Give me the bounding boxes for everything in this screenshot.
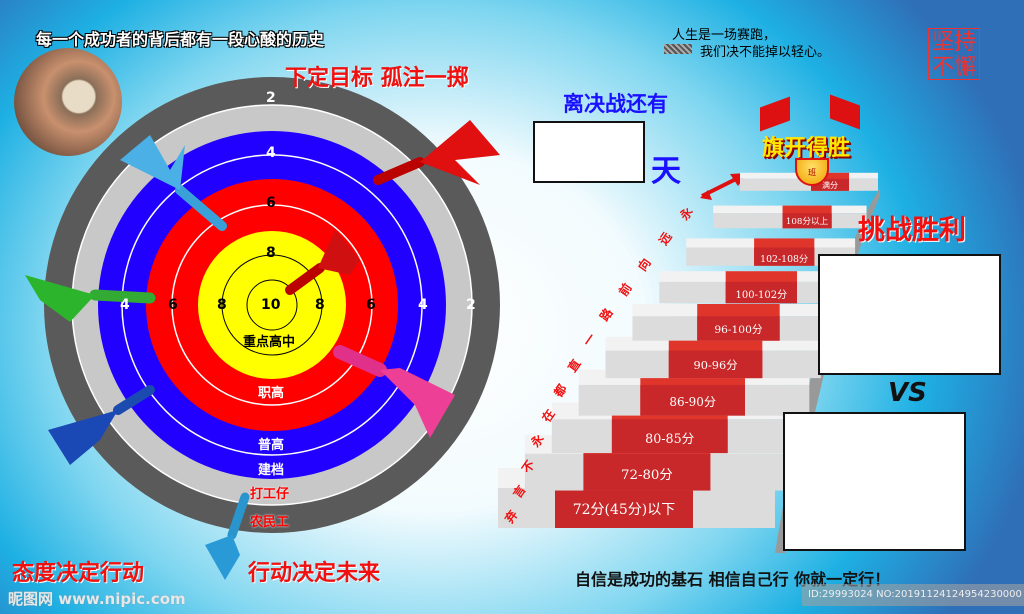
ring-number: 8	[315, 297, 325, 313]
ring-label: 建档	[258, 463, 285, 478]
dart-pink	[333, 345, 455, 438]
flag-text: 旗开得胜	[762, 136, 851, 161]
countdown-label: 离决战还有	[563, 92, 668, 116]
stair-step	[713, 205, 867, 229]
ring-number: 2	[466, 297, 476, 313]
dart-blue-top	[120, 135, 227, 231]
stripe-decoration	[664, 44, 692, 54]
days-unit: 天	[651, 154, 681, 189]
dart-red-center	[285, 230, 360, 295]
pocket-watch-photo	[14, 48, 122, 156]
ring-number: 6	[168, 297, 178, 313]
ring-number: 10	[261, 297, 281, 313]
ring-number: 2	[266, 90, 276, 106]
target-title: 下定目标 孤注一掷	[285, 66, 469, 91]
ring-label: 农民工	[250, 515, 290, 530]
step-label: 72分(45分)以下	[572, 502, 676, 519]
dart-cyan-bottom	[205, 492, 250, 580]
dart-red-top	[373, 120, 500, 185]
step-label: 102-108分	[760, 253, 809, 265]
ring-label: 重点高中	[243, 335, 296, 350]
ring-number: 4	[266, 145, 276, 161]
watermark: 昵图网 www.nipic.com	[8, 590, 186, 608]
quote-line2: 我们决不能掉以轻心。	[700, 45, 831, 60]
ring-label: 打工仔	[250, 487, 290, 502]
team2-box[interactable]	[783, 412, 966, 551]
ring-number: 4	[418, 297, 428, 313]
step-label: 96-100分	[714, 322, 763, 336]
dart-navy	[48, 385, 155, 465]
ring-label: 普高	[258, 438, 285, 453]
challenge-title: 挑战胜利	[858, 215, 966, 246]
ring-number: 8	[266, 245, 276, 261]
seal: 坚持不懈	[928, 28, 980, 80]
step-label: 80-85分	[645, 431, 695, 447]
stair-step	[659, 271, 844, 304]
stair-step	[686, 238, 856, 266]
ring-number: 6	[366, 297, 376, 313]
stair-step	[605, 336, 821, 379]
class-badge: 班	[795, 158, 829, 186]
step-label: 86-90分	[669, 394, 716, 409]
team1-box[interactable]	[818, 254, 1001, 375]
image-id: ID:29993024 NO:20191124124954230000	[802, 584, 1024, 606]
stair-step	[632, 304, 833, 341]
ring-yellow	[198, 231, 346, 379]
ring-number: 6	[266, 195, 276, 211]
ring-number: 4	[120, 297, 130, 313]
ring-number: 8	[217, 297, 227, 313]
dart-green	[25, 275, 156, 322]
footer-left-b: 行动决定未来	[248, 561, 381, 586]
step-label: 72-80分	[620, 467, 673, 483]
step-label: 100-102分	[735, 290, 788, 302]
vs-label: VS	[888, 378, 927, 408]
step-label: 108分以上	[785, 217, 829, 228]
header-slogan: 每一个成功者的背后都有一段心酸的历史	[36, 30, 325, 49]
ring-label: 职高	[258, 386, 285, 401]
countdown-days-field[interactable]	[533, 121, 645, 183]
step-label: 满分	[822, 180, 838, 190]
step-label: 90-96分	[693, 358, 738, 373]
footer-left-a: 态度决定行动	[12, 561, 145, 586]
quote-line1: 人生是一场赛跑，	[672, 28, 777, 43]
